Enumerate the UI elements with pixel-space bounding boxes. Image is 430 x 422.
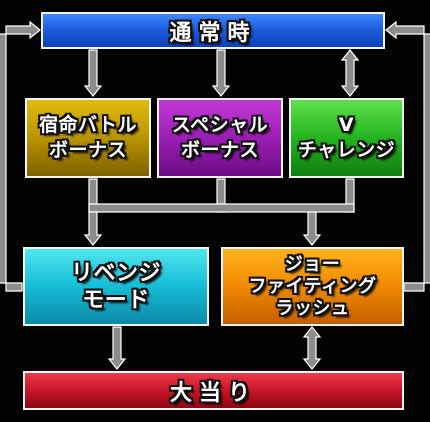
arrow-to-joe-fighting-rush: [302, 211, 322, 246]
arrow-rush-loop-to-normal: [385, 20, 430, 292]
arrow-to-revenge-mode: [83, 211, 103, 246]
node-jackpot: 大当り: [23, 371, 404, 410]
arrow-revenge-to-jackpot: [107, 326, 127, 370]
arrow-revenge-loop-to-normal: [0, 20, 41, 292]
node-joe-fighting-rush: ジョー ファイティング ラッシュ: [221, 247, 404, 326]
arrow-normal-v-challenge-double: [340, 49, 360, 97]
node-v-challenge: V チャレンジ: [289, 98, 404, 178]
arrow-normal-to-fate-battle-bonus: [83, 49, 103, 97]
node-normal-state: 通常時: [41, 12, 385, 49]
node-revenge-mode: リベンジ モード: [23, 247, 209, 326]
node-special-bonus: スペシャル ボーナス: [157, 98, 283, 178]
connector-merge-bar: [88, 203, 355, 213]
arrow-normal-to-special-bonus: [211, 49, 231, 97]
arrow-rush-jackpot-double: [302, 326, 322, 370]
node-fate-battle-bonus: 宿命バトル ボーナス: [25, 98, 151, 178]
